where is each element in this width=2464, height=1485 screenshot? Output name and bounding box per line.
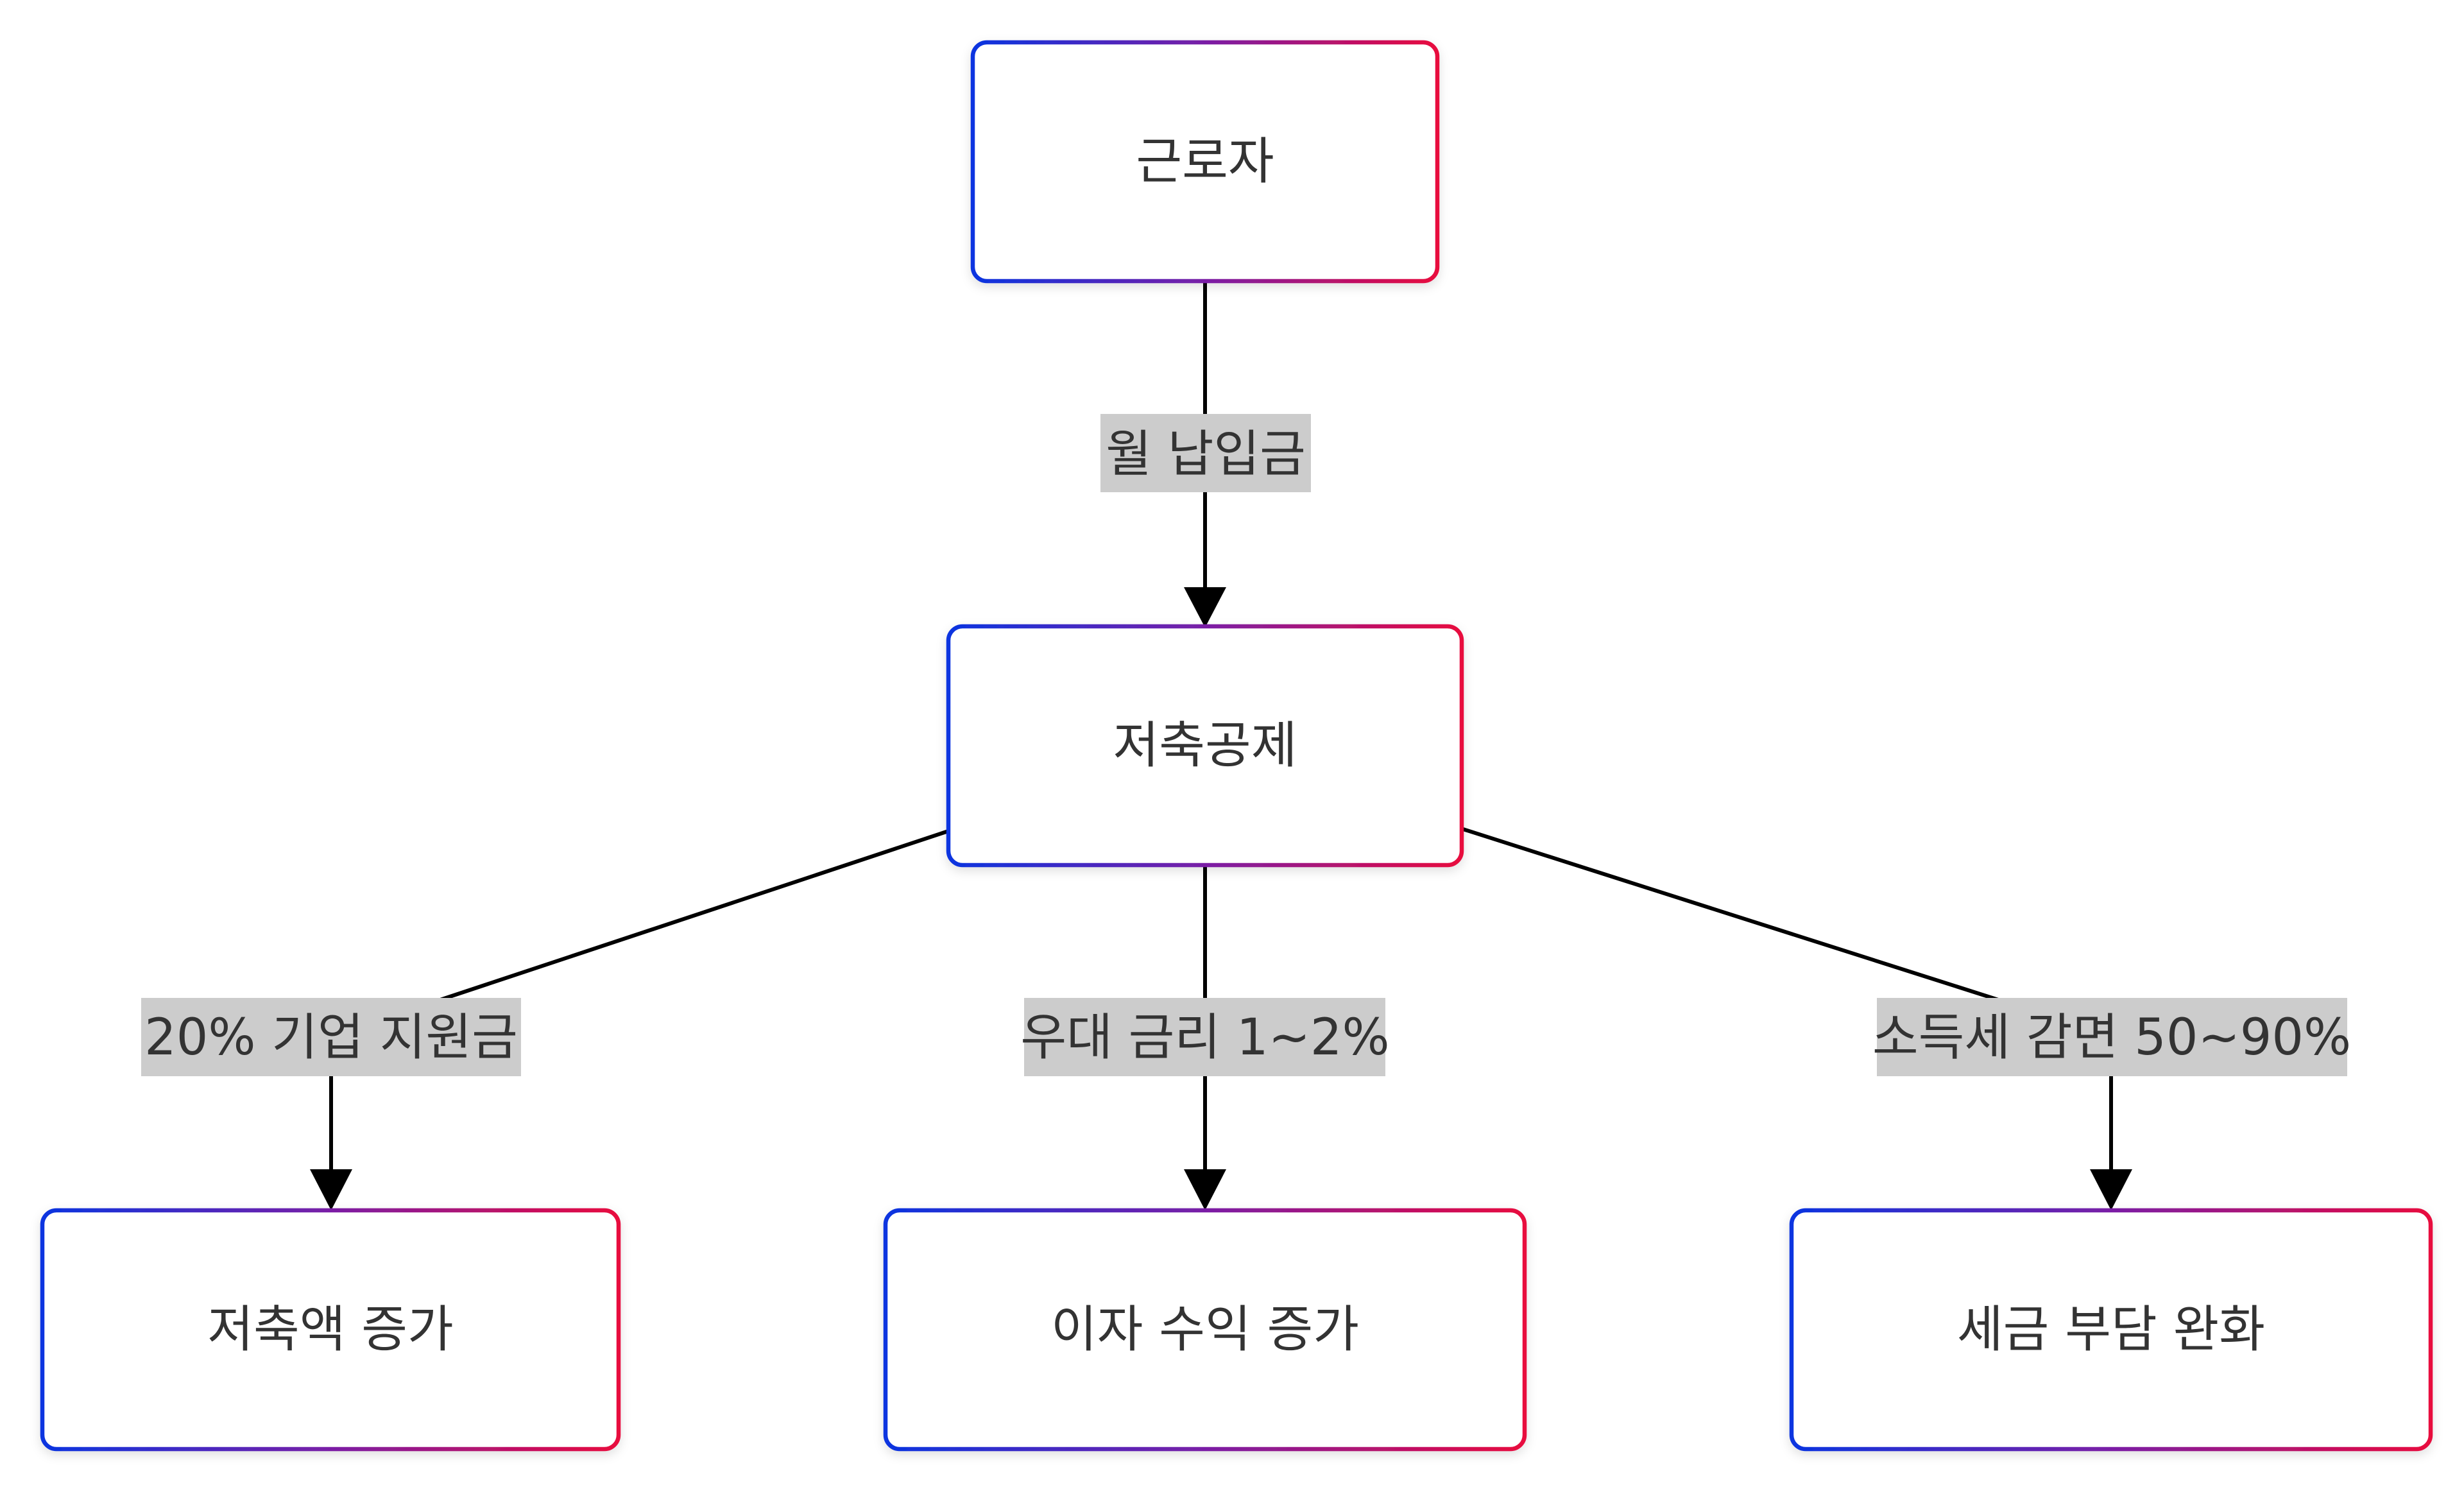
edge-label-monthly-payment: 월 납입금 — [1100, 414, 1311, 492]
node-tax-burden-relief: 세금 부담 완화 — [1789, 1208, 2433, 1452]
edge-label-text: 월 납입금 — [1106, 425, 1306, 483]
edge-label-company-support: 20% 기업 지원금 — [141, 998, 521, 1076]
arrowhead-icon — [1184, 1169, 1226, 1210]
node-label: 세금 부담 완화 — [1957, 1301, 2265, 1359]
node-savings-mutual-aid: 저축공제 — [946, 624, 1464, 868]
node-interest-income-increase: 이자 수익 증가 — [883, 1208, 1527, 1452]
node-label: 저축액 증가 — [207, 1301, 454, 1359]
edge-label-text: 소득세 감면 50~90% — [1872, 1009, 2351, 1067]
edge-label-text: 우대 금리 1~2% — [1020, 1009, 1389, 1067]
arrowhead-icon — [310, 1169, 352, 1210]
arrowhead-icon — [1184, 587, 1226, 628]
edge-label-income-tax-reduction: 소득세 감면 50~90% — [1872, 998, 2351, 1076]
node-label: 저축공제 — [1113, 717, 1297, 775]
node-savings-increase: 저축액 증가 — [40, 1208, 621, 1452]
node-label: 근로자 — [1136, 133, 1274, 191]
node-worker: 근로자 — [970, 40, 1440, 284]
arrowhead-icon — [2090, 1169, 2132, 1210]
node-label: 이자 수익 증가 — [1051, 1301, 1359, 1359]
edge-label-text: 20% 기업 지원금 — [144, 1009, 518, 1067]
edge-label-preferential-rate: 우대 금리 1~2% — [1020, 998, 1390, 1076]
